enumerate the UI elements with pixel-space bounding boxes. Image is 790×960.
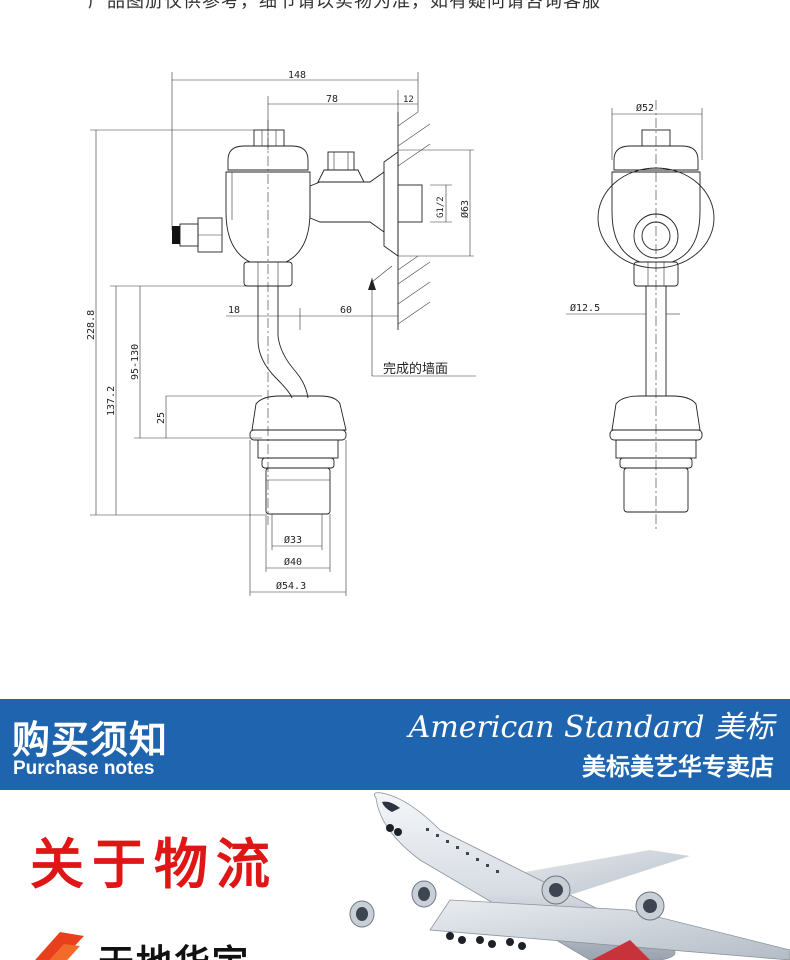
store-name: 美标美艺华专卖店 — [582, 753, 774, 781]
dim-d52: Ø52 — [636, 102, 654, 114]
logistics-title: 关于物流 — [30, 832, 278, 896]
dim-g12: G1/2 — [436, 196, 446, 218]
purchase-notes-banner: 购买须知 Purchase notes American Standard 美标… — [0, 699, 790, 790]
dim-60: 60 — [340, 305, 352, 316]
dim-148: 148 — [288, 70, 306, 81]
dim-d40: Ø40 — [284, 556, 302, 568]
airplane-image — [349, 792, 790, 960]
dim-d63: Ø63 — [459, 200, 471, 218]
carrier-mark-icon — [35, 932, 84, 960]
technical-drawing: 148 78 12 Ø63 G1/2 228.8 137.2 95-130 25… — [86, 70, 715, 596]
dim-95-130: 95-130 — [130, 344, 141, 380]
dim-137: 137.2 — [106, 386, 117, 416]
dim-12: 12 — [403, 95, 414, 105]
logistics-section: 关于物流 天地华宇 — [0, 790, 790, 960]
carrier-name: 天地华宇 — [98, 934, 250, 960]
top-caption: 产品图册仅供参考，细节请以实物为准，如有疑问请咨询客服 — [88, 0, 601, 12]
top-cut-text: 产品图册仅供参考，细节请以实物为准，如有疑问请咨询客服 — [0, 0, 790, 12]
banner-title: 购买须知 — [12, 718, 169, 762]
dim-18: 18 — [228, 305, 240, 316]
banner-subtitle: Purchase notes — [13, 758, 155, 779]
dim-d54: Ø54.3 — [276, 580, 306, 592]
dim-78: 78 — [326, 94, 338, 105]
dim-d33: Ø33 — [284, 534, 302, 546]
dim-25: 25 — [156, 412, 167, 424]
dim-228: 228.8 — [86, 310, 97, 340]
wall-label: 完成的墙面 — [383, 361, 448, 377]
dim-d12-5: Ø12.5 — [570, 302, 600, 314]
brand-logo: American Standard 美标 — [408, 710, 774, 745]
